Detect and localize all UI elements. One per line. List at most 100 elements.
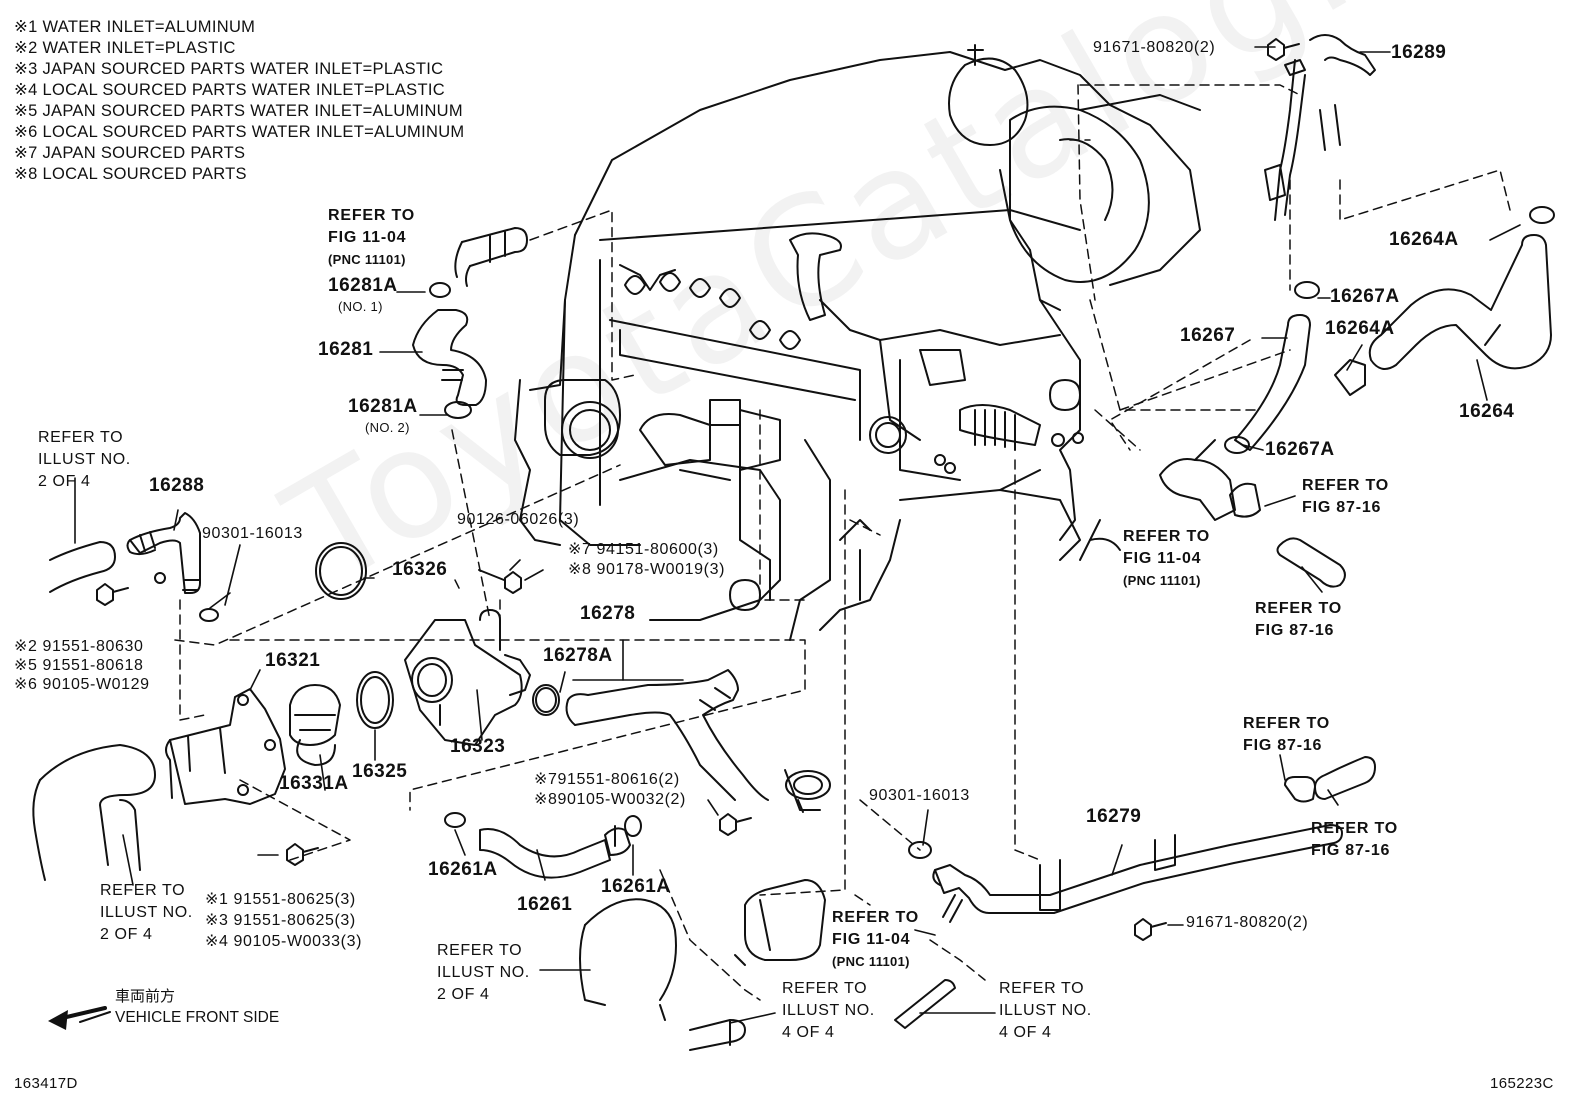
ref-line: 2 OF 4 (38, 473, 91, 490)
front-direction-arrow (48, 1006, 107, 1030)
note-5: ※5 JAPAN SOURCED PARTS WATER INLET=ALUMI… (14, 102, 463, 120)
ref-fig-11-04-right[interactable]: REFER TO FIG 11-04 (PNC 11101) (1123, 526, 1210, 592)
part-91551-80625-a[interactable]: ※1 91551-80625(3) (205, 891, 356, 908)
ref-line: ILLUST NO. (100, 904, 193, 921)
ref-line: 4 OF 4 (782, 1024, 835, 1041)
engine-block (514, 51, 1201, 641)
part-16281A-no1[interactable]: 16281A (328, 275, 398, 296)
ref-line: FIG 87-16 (1255, 622, 1335, 639)
part-16261A-b[interactable]: 16261A (601, 876, 671, 897)
front-side-label-en: VEHICLE FRONT SIDE (115, 1009, 280, 1026)
part-16278[interactable]: 16278 (580, 603, 636, 624)
part-91551-80625-b[interactable]: ※3 91551-80625(3) (205, 912, 356, 929)
part-16267A-b[interactable]: 16267A (1265, 439, 1335, 460)
part-16325[interactable]: 16325 (352, 761, 408, 782)
part-16264[interactable]: 16264 (1459, 401, 1515, 422)
ref-illust-4-b[interactable]: REFER TO ILLUST NO. 4 OF 4 (999, 978, 1092, 1044)
ref-illust-2-bottom-center[interactable]: REFER TO ILLUST NO. 2 OF 4 (437, 940, 530, 1006)
part-91551-80618[interactable]: ※5 91551-80618 (14, 657, 144, 674)
pipe-16278 (565, 669, 831, 813)
ref-illust-4-a[interactable]: REFER TO ILLUST NO. 4 OF 4 (782, 978, 875, 1044)
ref-fig-87-16-c[interactable]: REFER TO FIG 87-16 (1243, 713, 1330, 757)
ref-line: REFER TO (100, 882, 186, 899)
part-91671-80820-a[interactable]: 91671-80820(2) (1093, 39, 1216, 56)
part-16321[interactable]: 16321 (265, 650, 321, 671)
part-16261[interactable]: 16261 (517, 894, 573, 915)
ref-fig-11-04-top[interactable]: REFER TO FIG 11-04 (PNC 11101) (328, 205, 415, 271)
part-16278A[interactable]: 16278A (543, 645, 613, 666)
note-1: ※1 WATER INLET=ALUMINUM (14, 18, 256, 36)
ref-line: REFER TO (1302, 477, 1390, 494)
part-90105-W0032[interactable]: ※890105-W0032(2) (534, 791, 686, 808)
note-6: ※6 LOCAL SOURCED PARTS WATER INLET=ALUMI… (14, 123, 465, 141)
ref-illust-2-bottom-left[interactable]: REFER TO ILLUST NO. 2 OF 4 (100, 880, 193, 946)
ref-line: (PNC 11101) (1123, 573, 1201, 588)
leader-lines (74, 46, 1521, 1024)
part-90105-W0129[interactable]: ※6 90105-W0129 (14, 676, 150, 693)
ref-line: REFER TO (1255, 600, 1343, 617)
part-16281A-no2-sub: (NO. 2) (365, 420, 410, 435)
ref-line: REFER TO (832, 909, 920, 926)
ref-fig-87-16-b[interactable]: REFER TO FIG 87-16 (1255, 598, 1342, 642)
ref-fig-87-16-d[interactable]: REFER TO FIG 87-16 (1311, 818, 1398, 862)
part-16267[interactable]: 16267 (1180, 325, 1236, 346)
front-side-label-jp: 車両前方 (115, 988, 176, 1005)
ref-line: FIG 11-04 (1123, 550, 1202, 567)
ref-line: REFER TO (999, 980, 1085, 997)
part-16267A-a[interactable]: 16267A (1330, 286, 1400, 307)
hose-16261 (444, 812, 642, 879)
ref-line: (PNC 11101) (328, 252, 406, 267)
part-16331A[interactable]: 16331A (279, 773, 349, 794)
part-90105-W0033[interactable]: ※4 90105-W0033(3) (205, 933, 363, 950)
part-91551-80616[interactable]: ※791551-80616(2) (534, 771, 680, 788)
ref-line: FIG 87-16 (1311, 842, 1391, 859)
ref-line: REFER TO (1311, 820, 1399, 837)
note-3: ※3 JAPAN SOURCED PARTS WATER INLET=PLAST… (14, 60, 444, 78)
ref-line: REFER TO (38, 429, 124, 446)
part-90178-W0019[interactable]: ※8 90178-W0019(3) (568, 561, 726, 578)
ref-fig-87-16-a[interactable]: REFER TO FIG 87-16 (1302, 475, 1389, 519)
note-8: ※8 LOCAL SOURCED PARTS (14, 165, 247, 183)
dashed-guides (174, 84, 1511, 1001)
part-91671-80820-b[interactable]: 91671-80820(2) (1186, 914, 1309, 931)
ref-fig-11-04-bottom[interactable]: REFER TO FIG 11-04 (PNC 11101) (832, 907, 919, 973)
ref-line: FIG 87-16 (1302, 499, 1382, 516)
ref-line: FIG 87-16 (1243, 737, 1323, 754)
ref-line: 4 OF 4 (999, 1024, 1052, 1041)
bolts (96, 38, 1300, 941)
ref-illust-2-left[interactable]: REFER TO ILLUST NO. 2 OF 4 (38, 427, 131, 493)
part-94151-80600[interactable]: ※7 94151-80600(3) (568, 541, 719, 558)
part-16281A-no2[interactable]: 16281A (348, 396, 418, 417)
ref-line: REFER TO (437, 942, 523, 959)
pipe-16279 (734, 756, 1376, 1029)
part-90301-16013-a[interactable]: 90301-16013 (202, 525, 303, 542)
ref-line: ILLUST NO. (999, 1002, 1092, 1019)
ref-line: ILLUST NO. (782, 1002, 875, 1019)
note-4: ※4 LOCAL SOURCED PARTS WATER INLET=PLAST… (14, 81, 445, 99)
part-16288[interactable]: 16288 (149, 475, 205, 496)
ref-line: REFER TO (1123, 528, 1211, 545)
part-91551-80630[interactable]: ※2 91551-80630 (14, 638, 144, 655)
part-16289[interactable]: 16289 (1391, 42, 1447, 63)
part-16261A-a[interactable]: 16261A (428, 859, 498, 880)
hoses-bottom-left (32, 744, 746, 1051)
part-16279[interactable]: 16279 (1086, 806, 1142, 827)
part-90126-06026[interactable]: 90126-06026(3) (457, 511, 580, 528)
part-16281[interactable]: 16281 (318, 339, 374, 360)
ref-line: (PNC 11101) (832, 954, 910, 969)
pipe-16288 (49, 512, 367, 622)
part-16264A-a[interactable]: 16264A (1389, 229, 1459, 250)
ref-line: REFER TO (782, 980, 868, 997)
part-16281A-no1-sub: (NO. 1) (338, 299, 383, 314)
turbo-intake (948, 44, 1201, 311)
part-90301-16013-b[interactable]: 90301-16013 (869, 787, 970, 804)
ref-line: REFER TO (1243, 715, 1331, 732)
part-16264A-b[interactable]: 16264A (1325, 318, 1395, 339)
part-16323[interactable]: 16323 (450, 736, 506, 757)
ref-line: ILLUST NO. (437, 964, 530, 981)
ref-line: 2 OF 4 (437, 986, 490, 1003)
note-2: ※2 WATER INLET=PLASTIC (14, 39, 236, 57)
part-16326[interactable]: 16326 (392, 559, 448, 580)
hoses-right (79, 34, 1555, 1023)
